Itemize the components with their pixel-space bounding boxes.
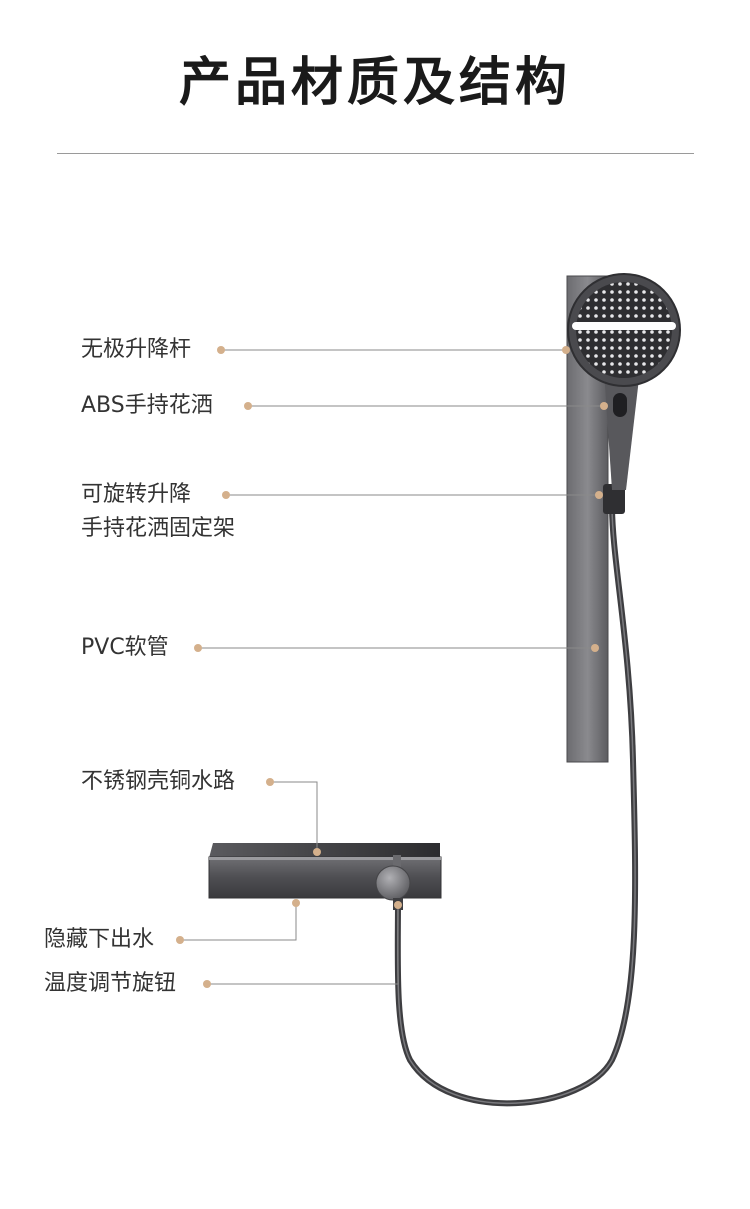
shower-button bbox=[613, 393, 627, 417]
label-handheld-shower: ABS手持花洒 bbox=[81, 393, 213, 418]
mixer-top bbox=[209, 843, 440, 858]
label-pvc-hose: PVC软管 bbox=[81, 635, 169, 660]
label-holder-line1: 可旋转升降 bbox=[81, 482, 192, 507]
label-dots bbox=[176, 346, 608, 988]
shower-center-strip bbox=[572, 322, 676, 330]
temperature-knob bbox=[375, 865, 411, 901]
label-holder-line2: 手持花洒固定架 bbox=[81, 516, 236, 541]
title-divider bbox=[57, 153, 694, 154]
holder bbox=[603, 484, 625, 514]
page-title: 产品材质及结构 bbox=[178, 53, 571, 113]
label-body-material: 不锈钢壳铜水路 bbox=[81, 769, 236, 794]
shower-handle bbox=[604, 370, 640, 490]
label-lift-rod: 无极升降杆 bbox=[81, 337, 192, 362]
label-hidden-outlet: 隐藏下出水 bbox=[44, 927, 155, 952]
leader-lines bbox=[180, 349, 604, 985]
label-temperature-knob: 温度调节旋钮 bbox=[44, 971, 177, 996]
